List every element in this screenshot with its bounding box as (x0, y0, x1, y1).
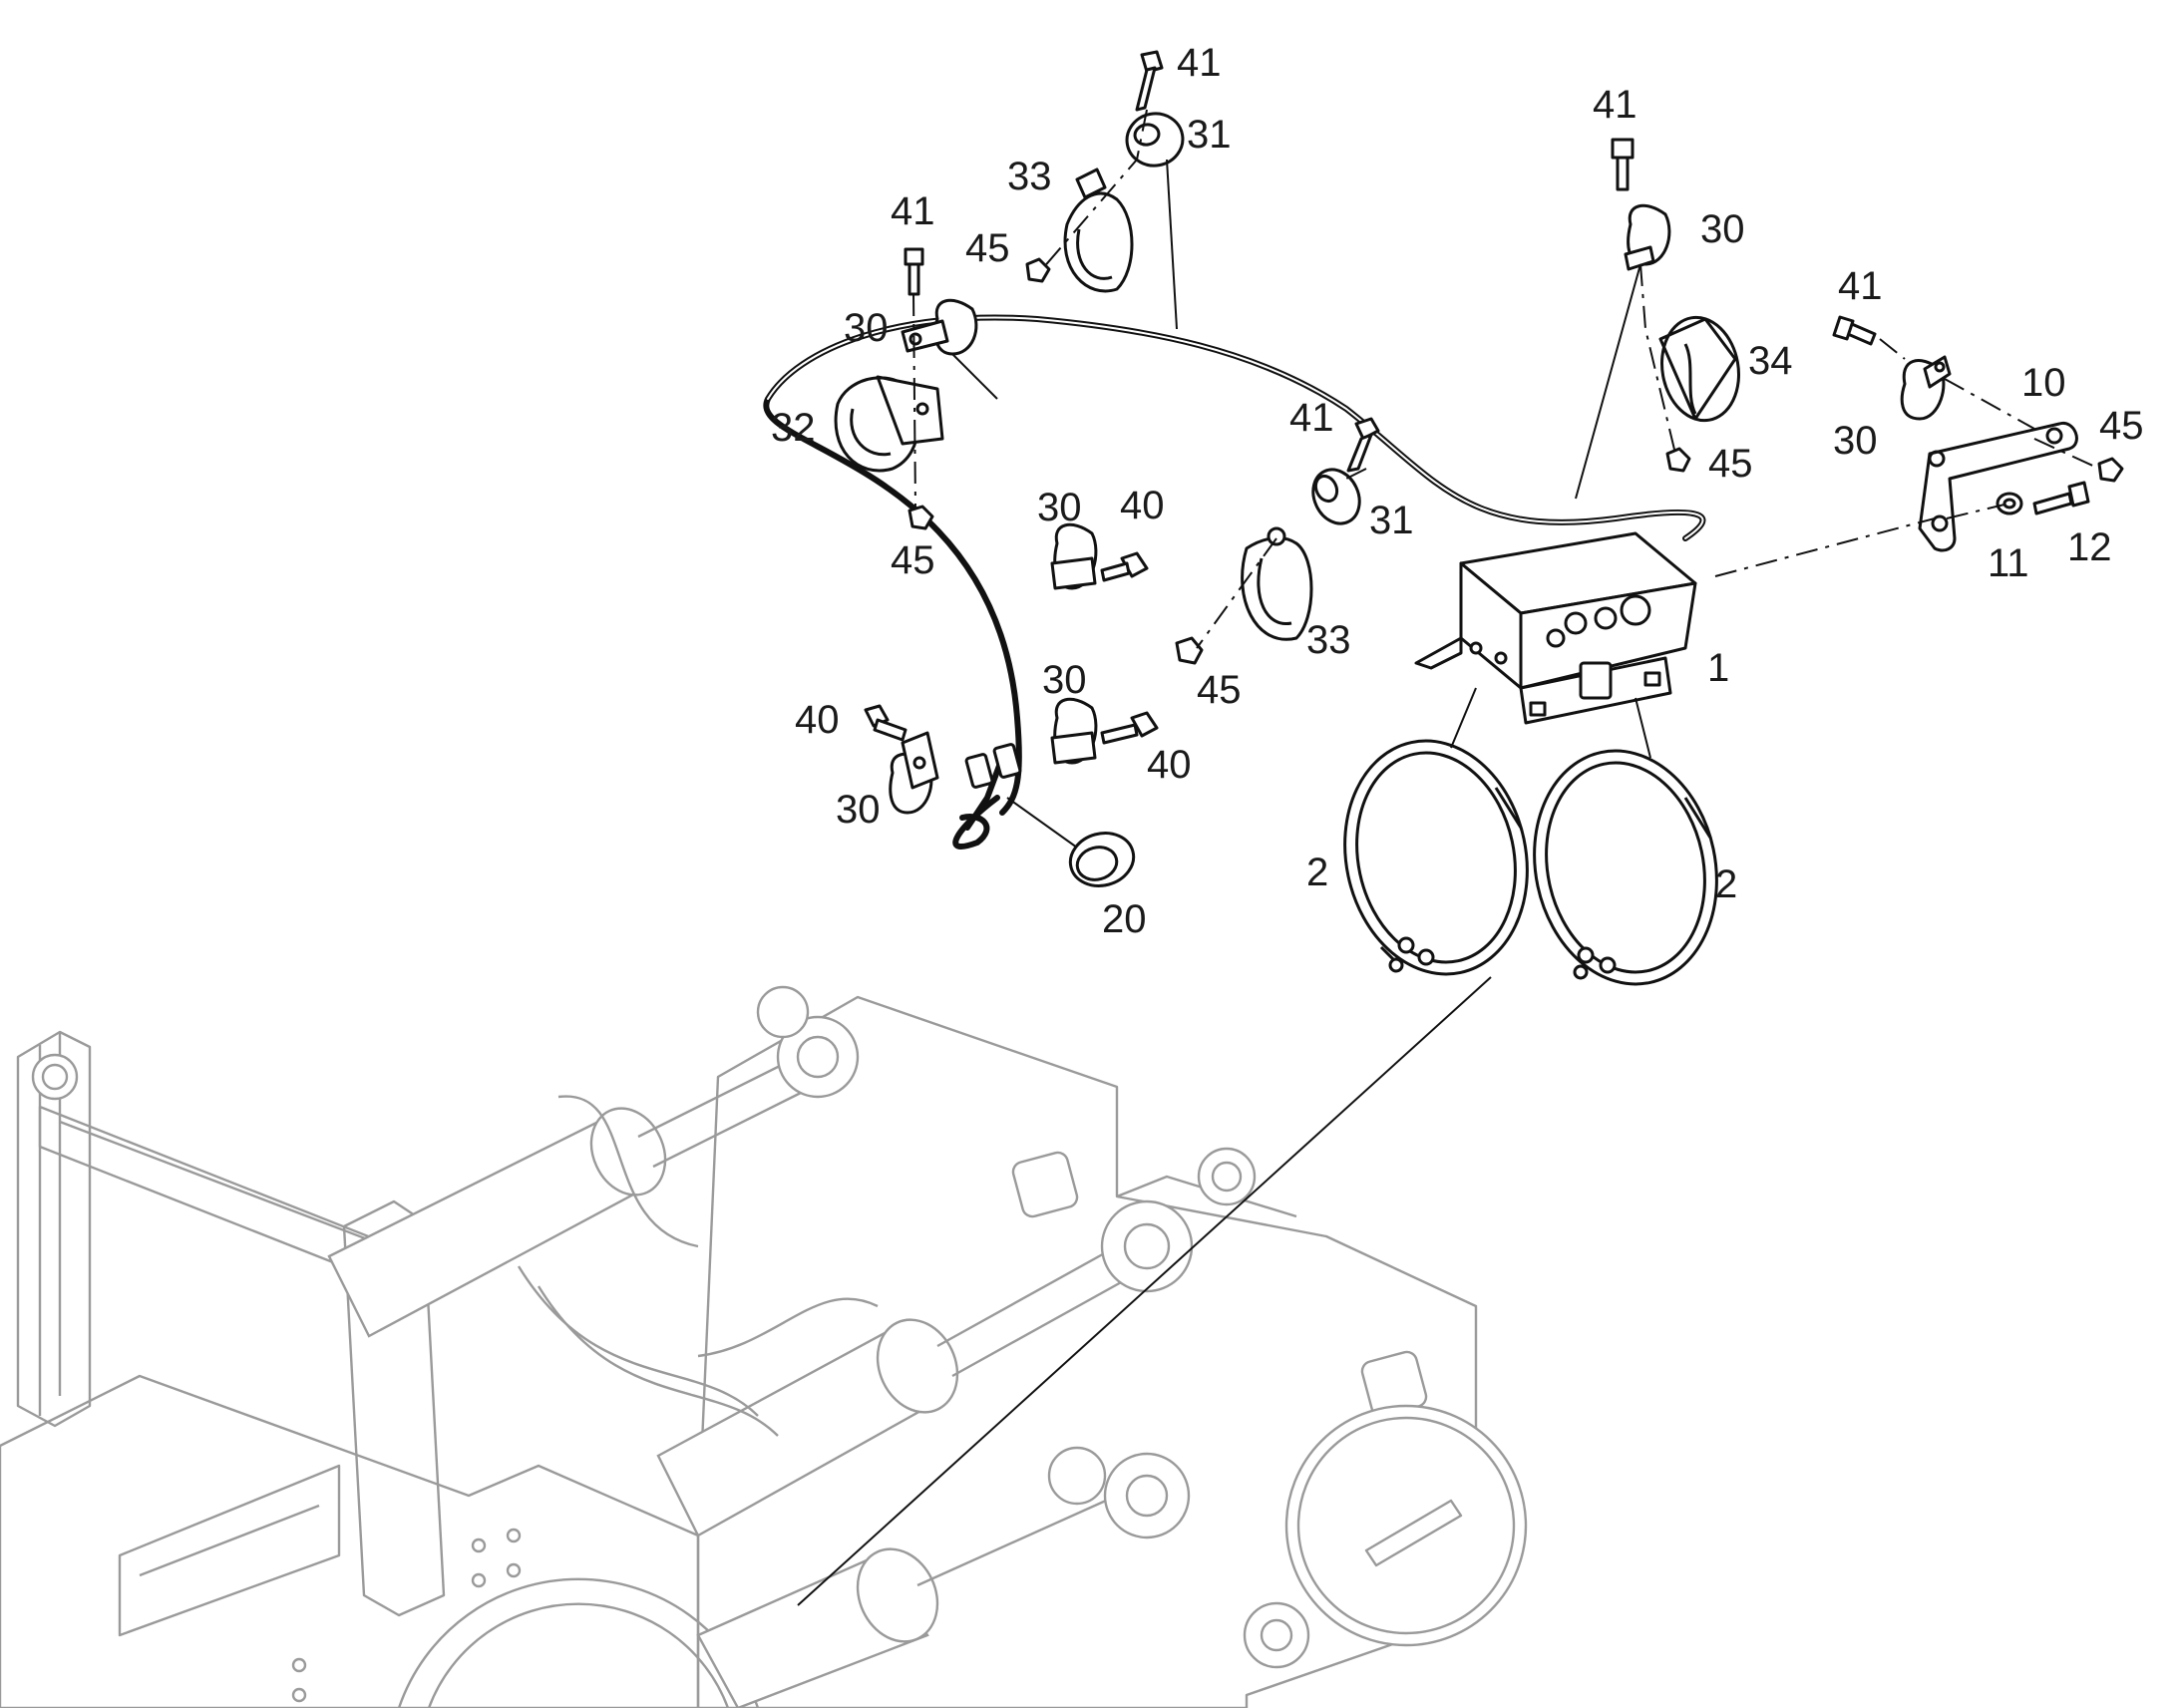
callout-30: 30 (1833, 419, 1878, 463)
grommet-32 (834, 375, 944, 473)
nut-45-upper-right (1665, 447, 1691, 473)
cable-clip-30-upper-right (1624, 203, 1671, 271)
cable-clip-30-right (1900, 355, 1952, 421)
callout-12: 12 (2067, 525, 2112, 569)
bolt-40-lower-left (864, 704, 908, 742)
callout-30: 30 (1037, 486, 1082, 529)
callout-45: 45 (2099, 404, 2144, 448)
callout-labels: 41 31 33 45 41 30 32 45 30 40 41 31 33 4… (771, 41, 2144, 941)
callout-11: 11 (1988, 541, 2029, 585)
cable-clip-30-lower-left (889, 731, 939, 815)
callout-41: 41 (1289, 396, 1334, 440)
bolt-40-mid-upper (1100, 551, 1149, 582)
callout-45: 45 (891, 538, 935, 582)
callout-45: 45 (1708, 442, 1753, 486)
rubber-grommet-34 (1658, 315, 1740, 423)
callout-41: 41 (891, 189, 935, 233)
callout-45: 45 (1197, 668, 1242, 712)
grommet-33-top (1063, 168, 1134, 293)
callout-33: 33 (1007, 155, 1052, 198)
callout-30: 30 (844, 306, 889, 350)
nut-45-left (908, 505, 934, 530)
callout-41: 41 (1593, 83, 1637, 127)
callout-31: 31 (1187, 113, 1232, 157)
callout-34: 34 (1748, 339, 1793, 383)
bolt-41-upper-right (1611, 138, 1635, 191)
callout-20: 20 (1102, 897, 1147, 941)
callout-30: 30 (1042, 658, 1087, 702)
grommet-20 (1068, 832, 1136, 887)
grommet-33-center (1241, 526, 1313, 641)
washer-11 (1996, 492, 2023, 515)
callout-2: 2 (1306, 851, 1328, 894)
control-box (1414, 531, 1697, 725)
callout-31: 31 (1369, 499, 1414, 542)
callout-10: 10 (2021, 361, 2066, 405)
bolt-41-left (904, 247, 924, 296)
bolt-41-right (1832, 315, 1877, 346)
bolt-40-mid-lower (1100, 711, 1159, 745)
machine-frame-background (0, 985, 1528, 1708)
cable-harness (763, 314, 1706, 850)
cable-clip-30-mid-upper (1050, 522, 1098, 590)
callout-41: 41 (1177, 41, 1222, 85)
bolt-12 (2032, 481, 2090, 515)
callout-40: 40 (795, 698, 840, 742)
callout-33: 33 (1306, 618, 1351, 662)
callout-30: 30 (1700, 207, 1745, 251)
cable-clip-31-top (1125, 112, 1185, 168)
band-clamp-right (1533, 749, 1718, 986)
nut-45-top (1025, 257, 1051, 283)
callout-40: 40 (1120, 484, 1165, 527)
bolt-41-center (1346, 417, 1380, 473)
location-leader-line (797, 976, 1492, 1606)
callout-40: 40 (1147, 743, 1192, 787)
band-clamp-left (1343, 739, 1529, 976)
callout-32: 32 (771, 406, 816, 450)
callout-1: 1 (1707, 646, 1729, 690)
nut-45-right (2097, 457, 2124, 483)
mounting-bracket (1918, 421, 2078, 552)
hydraulic-cylinder-upper (327, 985, 860, 1338)
callout-41: 41 (1838, 264, 1883, 308)
callout-2: 2 (1715, 862, 1737, 906)
callout-45: 45 (965, 226, 1010, 270)
callout-30: 30 (836, 788, 881, 832)
bolt-41-top (1135, 50, 1164, 112)
hydraulic-cylinder-lower (696, 1446, 1191, 1708)
cable-clip-30-mid-lower (1050, 697, 1098, 765)
cable-clip-31-center (1311, 468, 1361, 525)
nut-45-center (1175, 636, 1204, 665)
